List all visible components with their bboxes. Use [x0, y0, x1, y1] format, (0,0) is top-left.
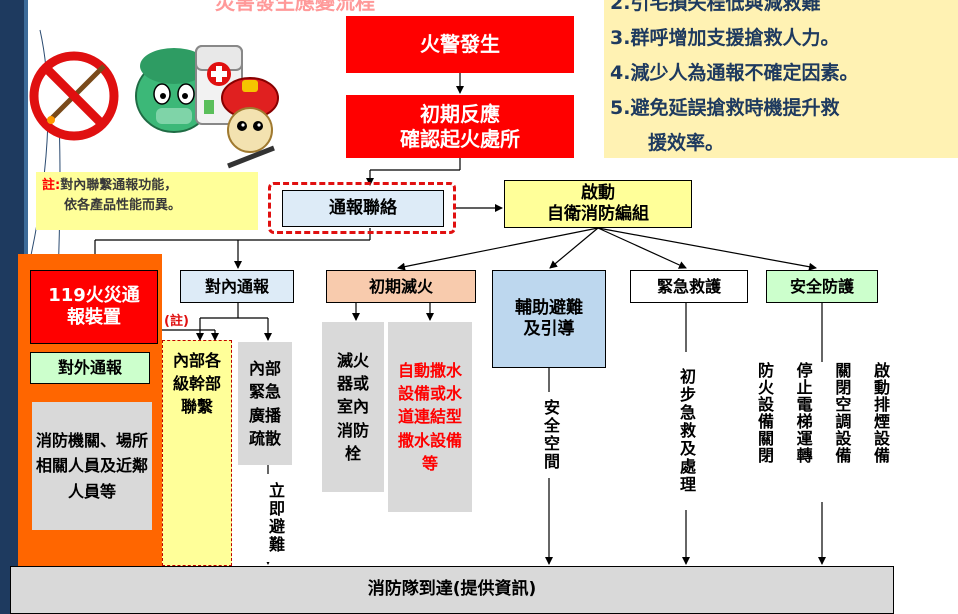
note-line-1: 註:對內聯繫通報功能， — [42, 176, 252, 196]
device-119-label-1: 119火災通 — [48, 284, 140, 306]
evac-guide-label-b: 及引導 — [523, 319, 575, 339]
note-box: 註:對內聯繫通報功能， 依各產品性能而異。 — [36, 172, 258, 230]
internal-broadcast-box: 內部緊急廣播疏散 — [238, 342, 292, 465]
internal-staff-box: 內部各級幹部聯繫 — [162, 340, 232, 566]
safety-col-1: 防火設備關閉 — [755, 362, 774, 464]
initial-response-label-a: 初期反應 — [420, 101, 500, 126]
initial-response-label-b: 確認起火處所 — [400, 126, 520, 151]
sprinkler-box: 自動撒水設備或水道連結型撒水設備等 — [388, 322, 472, 512]
contacts-box: 消防機關、場所相關人員及近鄰人員等 — [32, 402, 152, 530]
notify-box: 通報聯絡 — [282, 190, 444, 227]
initial-response-box: 初期反應 確認起火處所 — [346, 95, 574, 158]
internal-notify-label: 對內通報 — [204, 276, 269, 296]
internal-broadcast-label: 內部緊急廣播疏散 — [248, 359, 281, 448]
first-aid-box: 緊急救護 — [630, 270, 748, 303]
first-aid-text: 初步急救及處理 — [672, 352, 700, 510]
device-119-label-2: 報裝置 — [67, 307, 121, 328]
fire-brigade-arrival-bar: 消防隊到達(提供資訊) — [10, 566, 894, 614]
sprinkler-label: 自動撒水設備或水道連結型撒水設備等 — [397, 361, 462, 473]
note-text-2: 依各產品性能而異。 — [64, 197, 182, 213]
notify-label: 通報聯絡 — [329, 197, 397, 218]
internal-notify-box: 對內通報 — [180, 270, 294, 303]
fire-brigade-arrival-label: 消防隊到達(提供資訊) — [367, 579, 537, 600]
benefit-5b: 援效率。 — [648, 132, 725, 154]
start-squad-label-b: 自衛消防編組 — [547, 204, 649, 224]
evacuate-now-label: 立即避難 — [262, 474, 288, 562]
no-smoking-icon — [26, 48, 122, 144]
safety-col-3: 關閉空調設備 — [832, 362, 852, 464]
benefits-panel: 2.引宅損失程低與減救難 3.群呼增加支援搶救人力。 4.減少人為通報不確定因素… — [604, 0, 958, 158]
start-squad-label-a: 啟動 — [581, 182, 615, 203]
top-title: 災害發生應變流程 — [215, 0, 375, 14]
contacts-label: 消防機關、場所相關人員及近鄰人員等 — [36, 430, 149, 501]
extinguisher-box: 滅火器或室內消防栓 — [322, 322, 384, 492]
safety-label: 安全防護 — [789, 276, 854, 296]
note-prefix: 註: — [42, 178, 61, 193]
safety-col-2: 停止電梯運轉 — [793, 362, 813, 464]
safe-space-label: 安全空間 — [536, 392, 564, 478]
extinguish-box: 初期滅火 — [326, 270, 476, 303]
external-notify-box: 對外通報 — [30, 352, 150, 384]
safety-col-4: 啟動排煙設備 — [870, 362, 890, 464]
benefit-2: 2.引宅損失程低與減救難 — [610, 0, 821, 14]
benefit-5a: 5.避免延誤搶救時機提升救 — [610, 97, 840, 119]
fire-occurs-box: 火警發生 — [346, 16, 574, 73]
safety-box: 安全防護 — [766, 270, 878, 303]
extinguish-label: 初期滅火 — [368, 276, 433, 296]
note-text-1: 對內聯繫通報功能， — [60, 178, 178, 193]
firefighter-mascot-icon — [220, 74, 280, 174]
internal-staff-label: 內部各級幹部聯繫 — [173, 351, 222, 417]
safety-columns: 啟動排煙設備 關閉空調設備 停止電梯運轉 防火設備關閉 — [752, 362, 892, 502]
device-119-box: 119火災通 報裝置 — [30, 270, 158, 344]
evac-guide-label-a: 輔助避難 — [515, 297, 583, 318]
device-note-tag: (註) — [164, 314, 189, 329]
extinguisher-label: 滅火器或室內消防栓 — [336, 351, 369, 463]
start-squad-box: 啟動 自衛消防編組 — [504, 180, 692, 228]
nurse-mascot-icon — [128, 38, 220, 138]
benefit-4: 4.減少人為通報不確定因素。 — [610, 62, 859, 84]
notify-highlight-frame — [268, 182, 456, 234]
first-aid-label: 緊急救護 — [656, 276, 721, 296]
benefit-3: 3.群呼增加支援搶救人力。 — [610, 27, 840, 49]
external-notify-label: 對外通報 — [57, 358, 122, 377]
evac-guide-box: 輔助避難 及引導 — [492, 270, 606, 368]
fire-occurs-label: 火警發生 — [420, 32, 500, 56]
